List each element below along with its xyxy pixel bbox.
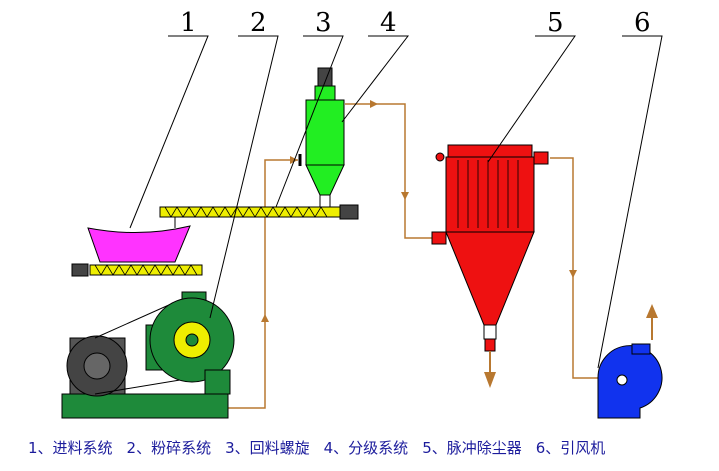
- motor: [66, 299, 181, 397]
- return-screw: [159, 204, 359, 228]
- label-4: 4: [380, 8, 397, 38]
- caption-item-4: 4、分级系统: [323, 439, 409, 457]
- classifier: [298, 67, 345, 208]
- feed-hopper: [87, 225, 191, 263]
- feed-screw: [71, 263, 203, 277]
- caption-item-2: 2、粉碎系统: [126, 439, 212, 457]
- label-1: 1: [180, 8, 197, 38]
- label-6: 6: [634, 8, 651, 38]
- machine-base: [61, 393, 229, 419]
- caption-item-3: 3、回料螺旋: [225, 439, 310, 457]
- label-3: 3: [315, 8, 332, 38]
- air-pipes: [228, 103, 598, 409]
- label-2: 2: [250, 8, 267, 38]
- induced-draft-fan: [597, 304, 663, 419]
- label-5: 5: [547, 8, 564, 38]
- caption-item-6: 6、引风机: [535, 439, 606, 457]
- grinding-mill: [145, 291, 235, 395]
- caption-item-5: 5、脉冲除尘器: [422, 439, 522, 457]
- legend-caption: 1、进料系统 2、粉碎系统 3、回料螺旋 4、分级系统 5、脉冲除尘器 6、引风…: [28, 437, 718, 458]
- leader-lines: [129, 35, 663, 369]
- pulse-dust-collector: [431, 144, 549, 388]
- caption-item-1: 1、进料系统: [28, 439, 113, 457]
